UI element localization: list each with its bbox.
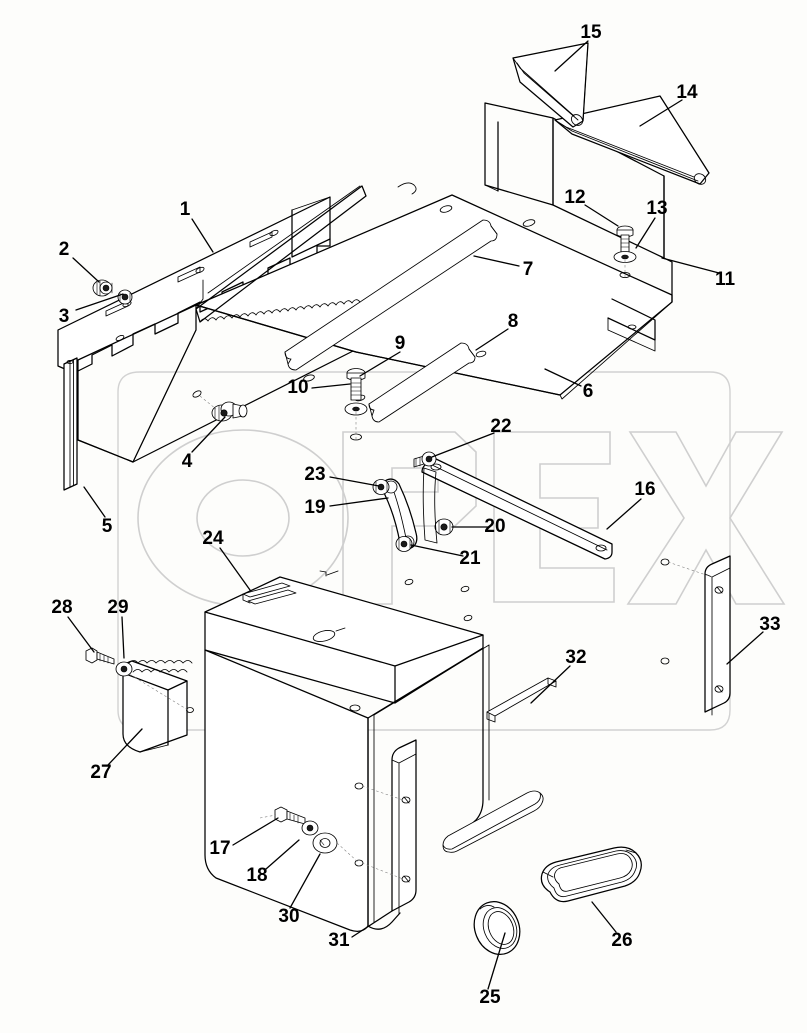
- callout-label-22: 22: [490, 416, 511, 437]
- callout-label-26: 26: [611, 930, 632, 951]
- part-14-seal-14: [554, 95, 710, 185]
- callout-label-16: 16: [634, 479, 655, 500]
- part-4-knob: [192, 390, 248, 422]
- wire-stub: [397, 182, 417, 195]
- callout-leader-12: [584, 204, 619, 227]
- callout-label-7: 7: [523, 259, 534, 280]
- callout-label-1: 1: [180, 199, 191, 220]
- part-3-washer: [117, 289, 133, 305]
- callout-label-29: 29: [107, 597, 128, 618]
- callout-label-5: 5: [102, 516, 113, 537]
- callout-label-24: 24: [202, 528, 224, 549]
- callout-label-2: 2: [59, 239, 70, 260]
- callout-label-28: 28: [51, 597, 72, 618]
- callout-leader-4: [191, 416, 226, 453]
- callout-leader-5: [83, 486, 106, 518]
- callout-leader-33: [726, 631, 764, 665]
- part-32-lower-body: [204, 644, 557, 932]
- callout-label-15: 15: [580, 22, 602, 43]
- callout-leader-1: [191, 218, 214, 253]
- callout-label-14: 14: [676, 82, 698, 103]
- callout-label-32: 32: [565, 647, 586, 668]
- callout-leader-31: [351, 910, 393, 938]
- callout-leader-6: [544, 368, 582, 387]
- callout-label-3: 3: [59, 306, 70, 327]
- callout-label-4: 4: [182, 451, 193, 472]
- callout-label-21: 21: [459, 548, 481, 569]
- part-5-edge-strip: [63, 357, 78, 491]
- part-29-washer: [115, 661, 133, 677]
- callout-label-10: 10: [287, 377, 308, 398]
- part-26-grommet-oblong: [540, 846, 642, 903]
- callout-leader-10: [311, 383, 351, 389]
- callout-label-11: 11: [715, 269, 736, 290]
- callout-label-8: 8: [508, 311, 519, 332]
- callout-leader-19: [329, 497, 389, 507]
- callout-leader-28: [67, 616, 95, 653]
- part-2-nut: [92, 279, 113, 297]
- callout-label-20: 20: [484, 516, 505, 537]
- part-12-bolt: [616, 225, 634, 253]
- callout-label-33: 33: [759, 614, 780, 635]
- callout-label-12: 12: [564, 187, 585, 208]
- callout-label-9: 9: [395, 333, 406, 354]
- callout-leader-21: [410, 544, 464, 557]
- part-20-nut-20: [434, 518, 454, 536]
- part-15-seal-15: [512, 42, 589, 128]
- callout-label-31: 31: [328, 930, 350, 951]
- bracket-33-reference-holes: [660, 558, 716, 665]
- callout-label-25: 25: [479, 987, 501, 1008]
- callout-leader-29: [121, 616, 125, 659]
- part-13-washer: [613, 251, 637, 279]
- callout-label-13: 13: [646, 198, 667, 219]
- callout-leader-25: [487, 932, 506, 990]
- callout-leader-13: [635, 217, 656, 249]
- part-22-pivot-bolt: [413, 451, 437, 468]
- callout-leader-17: [232, 817, 279, 846]
- callout-leader-23: [329, 476, 380, 487]
- callout-leader-2: [72, 257, 100, 283]
- callout-label-18: 18: [246, 865, 267, 886]
- part-25-grommet-round: [473, 901, 521, 955]
- callout-leader-8: [475, 328, 509, 351]
- callout-label-17: 17: [209, 838, 230, 859]
- callout-leader-18: [265, 839, 300, 870]
- part-21-nut-21: [395, 536, 413, 552]
- callout-label-19: 19: [304, 497, 325, 518]
- callout-label-27: 27: [90, 762, 111, 783]
- callout-leader-22: [431, 432, 495, 458]
- callout-label-23: 23: [304, 464, 325, 485]
- part-9-bolt: [346, 368, 366, 401]
- callout-leader-15: [554, 40, 589, 72]
- callout-leader-32: [530, 665, 571, 704]
- part-31-reinforcement-plate: [391, 739, 417, 915]
- callout-leader-27: [107, 728, 143, 766]
- callout-leader-9: [359, 351, 401, 377]
- callout-label-6: 6: [583, 381, 594, 402]
- callout-label-30: 30: [278, 906, 299, 927]
- callout-leader-24: [219, 547, 251, 591]
- callout-layer: 1234567891011121314151617181920212223242…: [51, 22, 780, 1008]
- part-23-nut-23: [372, 479, 390, 495]
- callout-leader-3: [75, 293, 124, 311]
- part-10-washer: [344, 402, 368, 441]
- callout-leader-30: [289, 853, 321, 909]
- part-18-washer: [301, 820, 319, 836]
- callout-leader-14: [639, 99, 683, 127]
- callout-leader-26: [591, 901, 617, 933]
- callout-leader-16: [606, 498, 642, 530]
- body-panel-holes: [354, 782, 404, 880]
- link-support-bracket: [422, 467, 438, 544]
- deck-serrated-edge: [195, 185, 367, 323]
- callout-leader-11: [661, 257, 720, 274]
- callout-leader-7: [473, 255, 520, 267]
- part-33-flat-bracket: [704, 555, 731, 716]
- part-30-washer-large: [259, 814, 359, 863]
